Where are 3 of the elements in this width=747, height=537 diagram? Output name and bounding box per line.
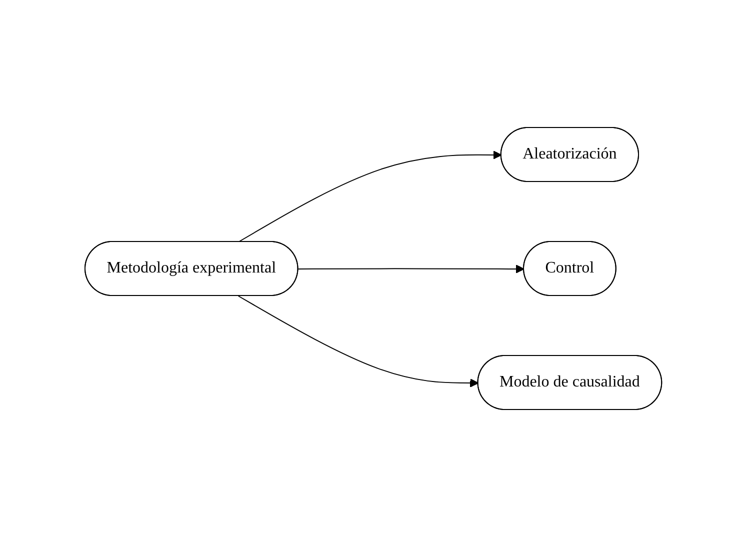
- arrow: [238, 296, 479, 388]
- arrow: [298, 264, 525, 274]
- arrow: [238, 150, 502, 242]
